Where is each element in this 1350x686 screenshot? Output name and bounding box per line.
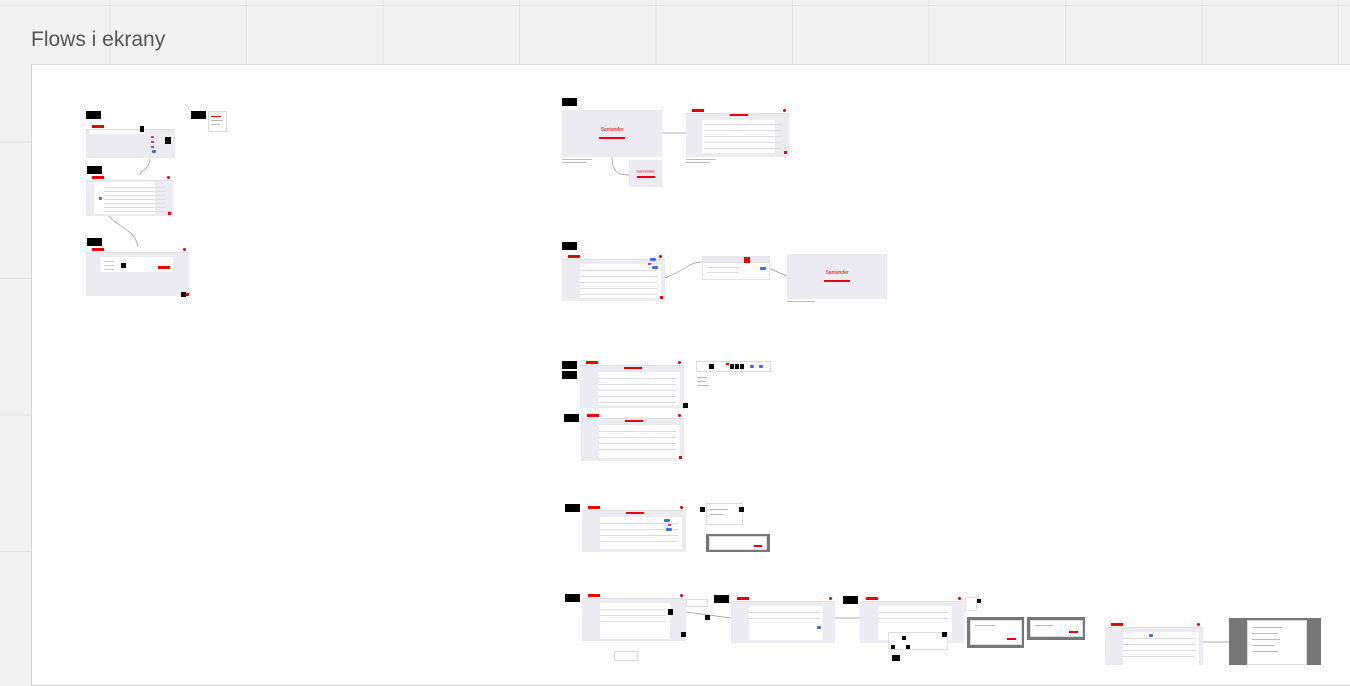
- screen-thumbnail-popup[interactable]: [696, 361, 771, 372]
- flow-label-tag: [121, 263, 126, 268]
- screen-thumbnail-dialog-overlay[interactable]: [1229, 618, 1321, 665]
- screen-caption: [686, 162, 710, 163]
- screen-thumbnail-form[interactable]: [86, 247, 189, 296]
- brand-logo-text: Santander: [825, 269, 849, 276]
- screen-caption: [787, 301, 815, 302]
- flow-label-tag: [562, 98, 577, 106]
- flow-label-tag: [977, 599, 981, 603]
- screen-thumbnail-note[interactable]: [614, 651, 638, 661]
- screen-thumbnail-popup[interactable]: [706, 503, 743, 525]
- screen-thumbnail-table[interactable]: [581, 413, 684, 461]
- screen-caption: [697, 385, 709, 386]
- status-marker: [186, 293, 189, 296]
- flow-label-tag: [739, 507, 744, 512]
- flow-label-tag: [668, 609, 673, 615]
- screen-caption: [562, 159, 592, 160]
- flow-label-tag: [892, 655, 900, 661]
- screen-thumbnail-form[interactable]: [731, 596, 835, 643]
- screen-caption: [697, 381, 705, 382]
- screen-thumbnail-note[interactable]: [686, 599, 708, 607]
- flow-label-tag: [86, 111, 101, 119]
- flow-label-tag: [906, 645, 910, 649]
- screen-thumbnail-table[interactable]: [582, 505, 686, 552]
- screen-caption: [562, 162, 586, 163]
- screen-thumbnail-dialog-overlay[interactable]: [1027, 617, 1085, 640]
- flow-label-tag: [902, 636, 906, 640]
- flow-label-tag: [705, 615, 710, 620]
- flow-label-tag: [891, 645, 895, 649]
- flow-label-tag: [191, 111, 206, 119]
- brand-logo-text: Santander: [600, 126, 624, 133]
- flow-label-tag: [843, 596, 858, 604]
- flow-label-tag: [714, 595, 729, 603]
- flow-label-tag: [700, 507, 705, 512]
- screen-thumbnail-popup[interactable]: [888, 632, 948, 650]
- flow-label-tag: [562, 242, 577, 250]
- annotation-mark: [760, 267, 766, 270]
- flow-label-tag: [942, 632, 947, 637]
- flow-label-tag: [87, 238, 102, 246]
- board-frame[interactable]: [31, 64, 1350, 686]
- flow-label-tag: [683, 403, 688, 408]
- flow-label-tag: [165, 137, 171, 144]
- flow-label-tag: [562, 361, 577, 369]
- flow-label-tag: [140, 126, 144, 132]
- screen-thumbnail-table[interactable]: [580, 360, 684, 408]
- screen-thumbnail-splash[interactable]: Santander: [562, 110, 662, 157]
- screen-thumbnail-note[interactable]: [965, 597, 977, 611]
- flow-label-tag: [565, 594, 580, 602]
- flow-label-tag: [564, 414, 579, 422]
- screen-thumbnail-modal[interactable]: [702, 256, 770, 280]
- flow-label-tag: [181, 292, 186, 297]
- brand-logo-text: Santander: [636, 168, 655, 174]
- screen-thumbnail-dialog-overlay[interactable]: [706, 534, 770, 552]
- screen-thumbnail-splash-small[interactable]: Santander: [629, 160, 662, 187]
- screen-thumbnail-dialog-overlay[interactable]: [967, 617, 1024, 648]
- screen-thumbnail-form-long[interactable]: [582, 593, 686, 641]
- flow-label-tag: [565, 504, 580, 512]
- screen-thumbnail-dashboard[interactable]: [686, 108, 789, 157]
- flow-label-tag: [87, 166, 102, 174]
- screen-thumbnail-note[interactable]: [208, 111, 227, 132]
- flow-label-tag: [681, 632, 686, 637]
- screen-thumbnail-login[interactable]: [86, 124, 175, 158]
- screen-thumbnail-list[interactable]: [86, 175, 173, 216]
- screen-thumbnail-list[interactable]: [1105, 622, 1203, 665]
- screen-caption: [686, 159, 716, 160]
- flow-label-tag: [562, 371, 577, 379]
- screen-caption: [697, 377, 707, 378]
- status-marker: [744, 257, 750, 263]
- board-title[interactable]: Flows i ekrany: [31, 28, 166, 51]
- screen-thumbnail-splash[interactable]: Santander: [787, 254, 887, 299]
- screen-thumbnail-table[interactable]: [562, 254, 665, 301]
